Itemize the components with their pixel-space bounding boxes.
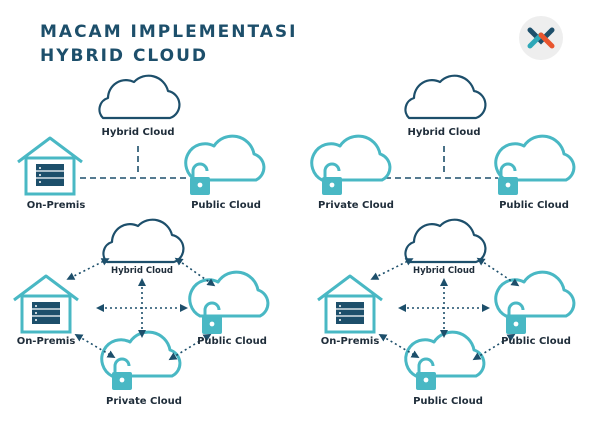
public-cloud-icon bbox=[494, 270, 576, 318]
panel-bottom-left bbox=[12, 218, 270, 392]
dotted-arrow bbox=[476, 257, 520, 287]
padlock-icon bbox=[320, 162, 344, 197]
dotted-arrow bbox=[378, 333, 420, 359]
on-premis-label: On-Premis bbox=[320, 336, 380, 347]
dotted-arrow bbox=[168, 333, 212, 361]
dotted-arrow bbox=[74, 333, 116, 359]
hybrid-cloud-label: Hybrid Cloud bbox=[407, 127, 481, 138]
panel-top-right bbox=[310, 74, 576, 197]
page-title: MACAM IMPLEMENTASI HYBRID CLOUD bbox=[40, 20, 297, 68]
hybrid-cloud-icon bbox=[404, 74, 487, 120]
dotted-arrow bbox=[174, 257, 216, 287]
panel-bottom-right bbox=[316, 218, 576, 392]
private-cloud-label: Private Cloud bbox=[318, 200, 394, 211]
public-cloud-icon bbox=[494, 134, 576, 182]
dotted-arrow bbox=[66, 258, 110, 280]
on-premis-building-icon bbox=[12, 274, 80, 334]
dotted-arrow bbox=[370, 258, 414, 280]
padlock-icon bbox=[504, 301, 528, 336]
private-cloud-icon bbox=[100, 330, 182, 378]
x-cross-logo-icon bbox=[519, 16, 563, 60]
panel-top-left bbox=[16, 74, 266, 197]
public-cloud-label: Public Cloud bbox=[197, 336, 267, 347]
padlock-icon bbox=[414, 357, 438, 392]
public-cloud-label: Public Cloud bbox=[413, 396, 483, 407]
private-cloud-icon bbox=[310, 134, 392, 182]
on-premis-label: On-Premis bbox=[16, 336, 76, 347]
title-line-1: MACAM IMPLEMENTASI bbox=[40, 22, 298, 42]
on-premis-label: On-Premis bbox=[26, 200, 86, 211]
hybrid-cloud-icon bbox=[404, 218, 487, 264]
on-premis-building-icon bbox=[16, 136, 84, 196]
public-cloud-icon bbox=[188, 270, 270, 318]
padlock-icon bbox=[496, 162, 520, 197]
private-cloud-label: Private Cloud bbox=[106, 396, 182, 407]
hybrid-cloud-icon bbox=[102, 218, 185, 264]
hybrid-cloud-label: Hybrid Cloud bbox=[101, 127, 175, 138]
hybrid-cloud-label: Hybrid Cloud bbox=[110, 266, 174, 276]
padlock-icon bbox=[200, 301, 224, 336]
hybrid-cloud-label: Hybrid Cloud bbox=[412, 266, 476, 276]
dotted-arrow bbox=[472, 333, 516, 361]
title-line-2: HYBRID CLOUD bbox=[40, 46, 209, 66]
hybrid-cloud-icon bbox=[98, 74, 181, 120]
public-cloud-icon bbox=[184, 134, 266, 182]
public-cloud-label: Public Cloud bbox=[499, 200, 569, 211]
public-cloud-icon bbox=[404, 330, 486, 378]
public-cloud-label: Public Cloud bbox=[501, 336, 571, 347]
padlock-icon bbox=[188, 162, 212, 197]
padlock-icon bbox=[110, 357, 134, 392]
public-cloud-label: Public Cloud bbox=[191, 200, 261, 211]
on-premis-building-icon bbox=[316, 274, 384, 334]
